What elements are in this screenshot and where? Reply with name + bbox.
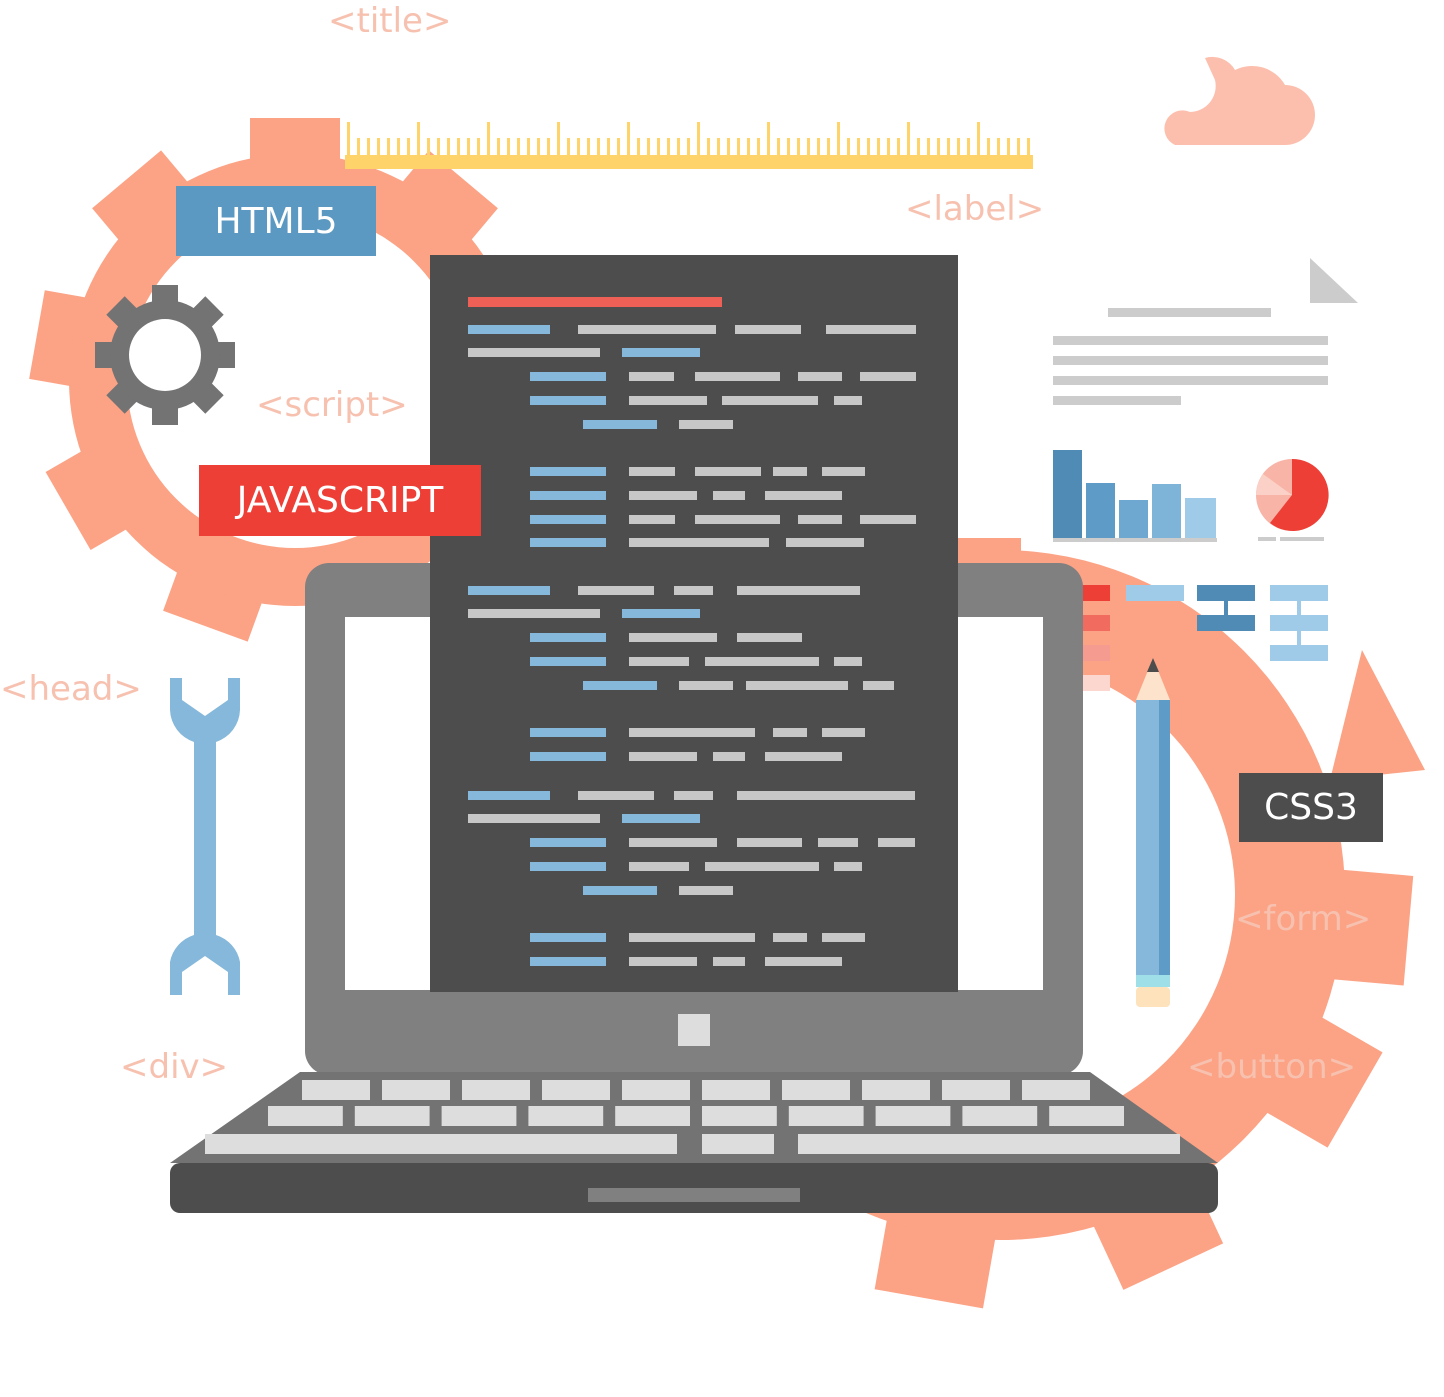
- small-gear-icon: [95, 285, 235, 425]
- javascript-badge: JAVASCRIPT: [199, 465, 481, 536]
- title-tag-label: <title>: [328, 1, 452, 41]
- script-tag-label: <script>: [256, 385, 408, 425]
- bar-chart-icon: [1053, 450, 1217, 542]
- cloud-icon: [1164, 56, 1315, 145]
- table-blocks-icon: [1082, 585, 1328, 691]
- form-tag-label: <form>: [1235, 899, 1372, 939]
- css3-badge: CSS3: [1239, 773, 1383, 842]
- wrench-icon: [170, 678, 240, 995]
- button-tag-label: <button>: [1187, 1047, 1357, 1087]
- label-tag-label: <label>: [905, 189, 1045, 229]
- gear-fragment: [958, 538, 1021, 563]
- div-tag-label: <div>: [120, 1047, 229, 1087]
- html5-badge: HTML5: [176, 186, 376, 256]
- pie-chart-icon: [1256, 458, 1329, 541]
- pencil-icon: [1136, 658, 1170, 1007]
- document-icon: [1053, 258, 1358, 405]
- ruler-icon: [345, 122, 1033, 169]
- code-panel: [430, 255, 958, 992]
- gear-bottom-text: VELOPMENT: [800, 1290, 1414, 1397]
- illustration-canvas: [29, 56, 1425, 1309]
- head-tag-label: <head>: [0, 669, 142, 709]
